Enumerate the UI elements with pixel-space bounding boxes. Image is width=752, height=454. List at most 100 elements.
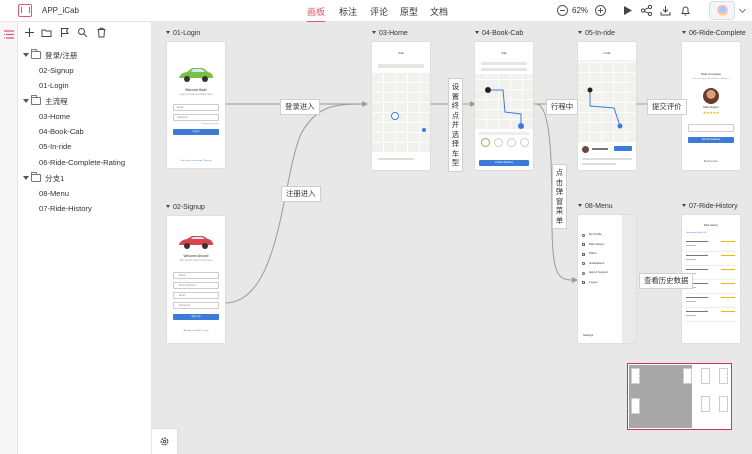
tab-prototype[interactable]: 原型: [400, 7, 419, 17]
tree-item-in-ride[interactable]: 05-In-ride: [39, 142, 72, 151]
app-logo[interactable]: [18, 4, 32, 17]
bell-icon[interactable]: [679, 4, 692, 17]
tab-annotation[interactable]: 标注: [339, 7, 358, 17]
screen-login[interactable]: Welcome Back! Login to continue booking …: [167, 42, 225, 168]
feedback-field[interactable]: [688, 124, 734, 132]
pages-icon[interactable]: [4, 30, 14, 39]
destination-bar[interactable]: [378, 158, 414, 160]
tree-item-ride-history[interactable]: 07-Ride-History: [39, 204, 92, 213]
add-icon[interactable]: [24, 27, 35, 38]
login-link[interactable]: Already a member? Login: [183, 330, 209, 332]
play-icon[interactable]: [621, 4, 634, 17]
flow-label-tap-menu[interactable]: 点击弹窗菜单: [552, 164, 567, 229]
pickup-bar[interactable]: [481, 62, 527, 65]
menu-item-logout[interactable]: Logout: [581, 278, 619, 288]
car-type-option[interactable]: [481, 138, 490, 147]
tab-docs[interactable]: 文档: [430, 7, 449, 17]
caret-down-icon[interactable]: [23, 176, 29, 180]
tab-comments[interactable]: 评论: [370, 7, 389, 17]
share-icon[interactable]: [640, 4, 653, 17]
signup-link[interactable]: Don't have an account? Sign up: [180, 160, 212, 162]
flow-label-set-endpoint[interactable]: 设置终点并选择车型: [448, 78, 463, 172]
menu-item-offers[interactable]: Offers: [581, 249, 619, 259]
project-name[interactable]: APP_iCab: [42, 6, 79, 15]
confirm-booking-button[interactable]: Confirm Booking: [479, 160, 529, 166]
tree-item-login[interactable]: 01-Login: [39, 81, 69, 90]
screen-signup[interactable]: Welcome Aboard! Sign up with iCab to boo…: [167, 216, 225, 343]
artboard-canvas[interactable]: 01-Login 02-Signup 03-Home 04-Book-Cab 0…: [152, 22, 752, 454]
password-field[interactable]: Password: [173, 114, 219, 121]
canvas-settings-button[interactable]: [152, 428, 178, 454]
signup-button[interactable]: Sign Up: [173, 314, 219, 320]
frame-title-home[interactable]: 03-Home: [372, 30, 408, 37]
zoom-in-button[interactable]: [595, 5, 606, 16]
tab-artboard[interactable]: 画板: [307, 7, 326, 23]
map-view[interactable]: [578, 60, 636, 142]
flow-label-rate[interactable]: 提交评价: [647, 99, 687, 115]
minimap[interactable]: [627, 363, 732, 430]
chevron-down-icon[interactable]: [738, 5, 747, 14]
user-avatar[interactable]: [709, 1, 735, 20]
tree-folder-main-flow[interactable]: 主流程: [18, 94, 152, 109]
frame-title-signup[interactable]: 02-Signup: [166, 204, 205, 211]
tree-item-menu[interactable]: 08-Menu: [39, 189, 69, 198]
call-driver-button[interactable]: [614, 146, 632, 151]
search-icon[interactable]: [77, 27, 88, 38]
menu-item-ride-history[interactable]: Ride History: [581, 240, 619, 250]
map-view[interactable]: [372, 72, 430, 152]
screen-ride-complete[interactable]: Ride Complete How was your ride with Mar…: [682, 42, 740, 170]
forgot-password-link[interactable]: Forgot password?: [201, 123, 219, 125]
pickup-bar[interactable]: [378, 64, 424, 68]
rating-stars-icon[interactable]: ★★★★★: [702, 110, 720, 115]
screen-home[interactable]: iCab: [372, 42, 430, 170]
new-folder-icon[interactable]: [41, 27, 52, 38]
car-type-option[interactable]: [520, 138, 529, 147]
download-icon[interactable]: [659, 4, 672, 17]
caret-down-icon[interactable]: [23, 53, 29, 57]
menu-settings[interactable]: Settings: [583, 333, 594, 337]
zoom-out-button[interactable]: [557, 5, 568, 16]
tree-folder-branch[interactable]: 分支1: [18, 171, 152, 186]
tree-item-book-cab[interactable]: 04-Book-Cab: [39, 127, 84, 136]
screen-book-cab[interactable]: iCab Confirm Booking: [475, 42, 533, 170]
submit-feedback-button[interactable]: Submit Feedback: [688, 137, 734, 143]
history-row[interactable]: [685, 308, 737, 322]
flow-label-login-enter[interactable]: 登录进入: [280, 99, 320, 115]
locate-icon[interactable]: [422, 128, 426, 132]
frame-title-ride-history[interactable]: 07-Ride-History: [682, 203, 738, 210]
car-type-option[interactable]: [494, 138, 503, 147]
caret-down-icon[interactable]: [23, 99, 29, 103]
phone-field[interactable]: Phone Number: [173, 282, 219, 289]
flow-label-view-history[interactable]: 查看历史数据: [639, 273, 694, 289]
tree-item-home[interactable]: 03-Home: [39, 112, 71, 121]
tree-folder-login[interactable]: 登录/注册: [18, 48, 152, 63]
flow-label-in-trip[interactable]: 行程中: [546, 99, 579, 115]
car-type-tabs[interactable]: [479, 132, 529, 135]
signup-email-field[interactable]: Email: [173, 292, 219, 299]
flag-icon[interactable]: [59, 27, 70, 38]
tree-item-signup[interactable]: 02-Signup: [39, 66, 74, 75]
frame-title-in-ride[interactable]: 05-In-ride: [578, 30, 615, 37]
login-button[interactable]: Log In: [173, 129, 219, 135]
menu-item-profile[interactable]: My Profile: [581, 230, 619, 240]
frame-title-ride-complete[interactable]: 06-Ride-Complete: [682, 30, 746, 37]
name-field[interactable]: Name: [173, 272, 219, 279]
dropoff-bar[interactable]: [481, 68, 527, 71]
history-row[interactable]: [685, 238, 737, 252]
history-tab-upcoming[interactable]: Upcoming Rides (03): [686, 232, 707, 234]
book-another-link[interactable]: Book Another: [703, 160, 719, 163]
frame-title-login[interactable]: 01-Login: [166, 30, 200, 37]
flow-label-signup-enter[interactable]: 注册进入: [281, 186, 321, 202]
tree-item-ride-complete[interactable]: 06-Ride-Complete-Rating: [39, 158, 126, 167]
car-type-option[interactable]: [507, 138, 516, 147]
email-field[interactable]: Email: [173, 104, 219, 111]
frame-title-book-cab[interactable]: 04-Book-Cab: [475, 30, 523, 37]
screen-menu[interactable]: My Profile Ride History Offers Notificat…: [578, 215, 636, 343]
history-row[interactable]: [685, 294, 737, 308]
menu-item-help[interactable]: Help & Support: [581, 268, 619, 278]
screen-in-ride[interactable]: In-ride: [578, 42, 636, 170]
menu-item-notifications[interactable]: Notifications: [581, 259, 619, 269]
signup-password-field[interactable]: Password: [173, 302, 219, 309]
frame-title-menu[interactable]: 08-Menu: [578, 203, 613, 210]
history-row[interactable]: [685, 252, 737, 266]
